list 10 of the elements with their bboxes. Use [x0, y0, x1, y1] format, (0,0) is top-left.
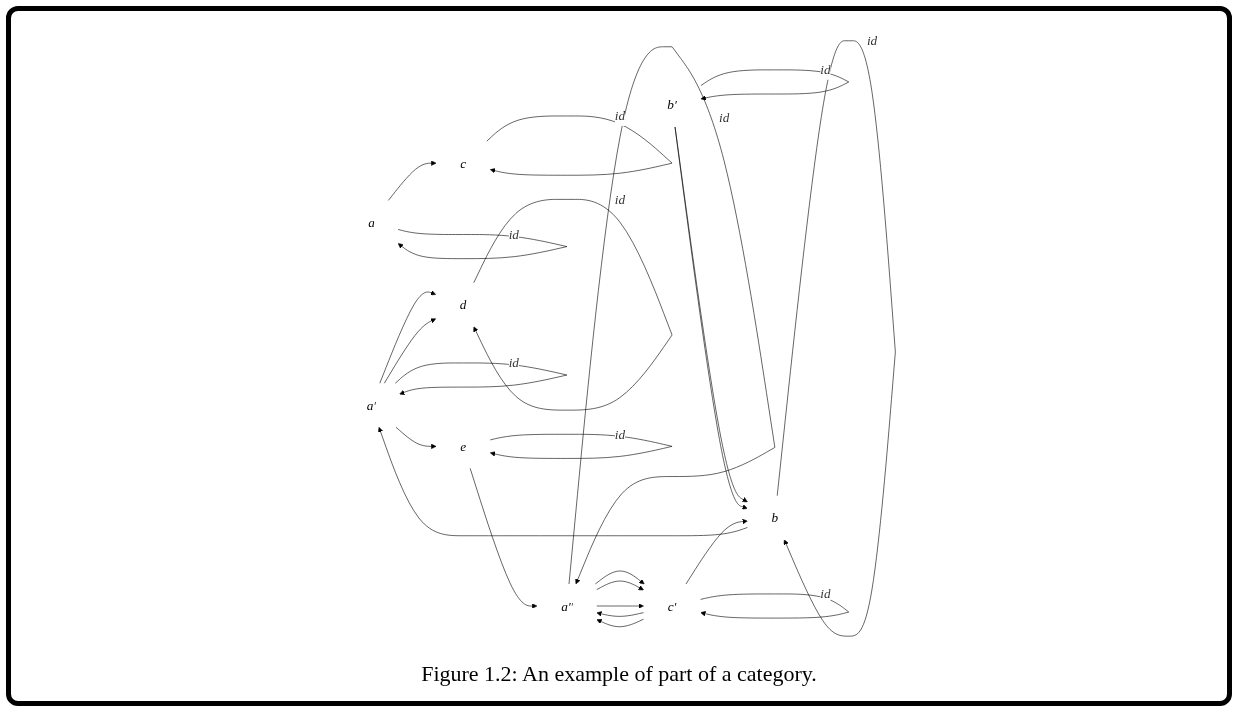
node-label: a″ — [561, 598, 573, 614]
node-label: a′ — [366, 397, 376, 413]
node-label: b — [771, 510, 779, 526]
node-label: d — [459, 297, 467, 313]
node-label: c — [460, 155, 467, 171]
node-label: b′ — [667, 97, 677, 113]
node-label: e — [460, 438, 467, 454]
node-label: a — [368, 214, 375, 230]
figure-caption: Figure 1.2: An example of part of a category. — [420, 661, 818, 687]
node-label: c′ — [667, 598, 677, 614]
